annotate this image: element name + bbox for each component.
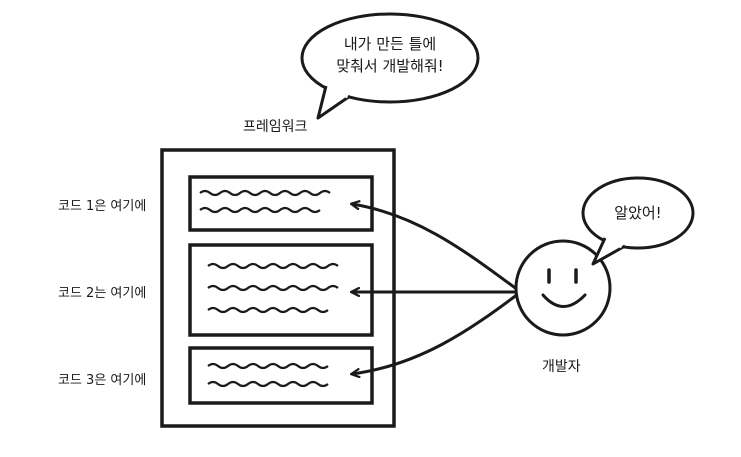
framework-speech-line2: 맞춰서 개발해줘!: [336, 57, 444, 75]
code-slot-2: [188, 243, 374, 337]
framework-speech-text: 내가 만든 틀에 맞춰서 개발해줘!: [320, 33, 460, 77]
squiggle-line: [199, 189, 331, 197]
framework-speech-line1: 내가 만든 틀에: [343, 35, 437, 53]
developer-smiley-icon: [514, 239, 612, 337]
squiggle-line: [207, 284, 339, 292]
framework-speech-bubble: [300, 12, 480, 120]
squiggle-line: [207, 362, 329, 370]
arrow-to-slot-3: [352, 292, 519, 374]
arrow-to-slot-1: [352, 204, 519, 292]
slot-3-label: 코드 3은 여기에: [58, 373, 147, 388]
squiggle-line: [207, 380, 329, 388]
squiggle-line: [207, 306, 329, 314]
slot-2-label: 코드 2는 여기에: [58, 286, 147, 301]
developer-speech-bubble: [581, 176, 695, 266]
code-slot-3: [188, 346, 374, 405]
framework-title: 프레임워크: [243, 119, 308, 135]
code-slot-1: [188, 175, 374, 232]
developer-speech-text: 알았어!: [614, 204, 662, 222]
squiggle-line: [207, 262, 339, 270]
slot-1-label: 코드 1은 여기에: [58, 199, 147, 214]
squiggle-line: [199, 206, 321, 214]
developer-label: 개발자: [542, 359, 581, 375]
